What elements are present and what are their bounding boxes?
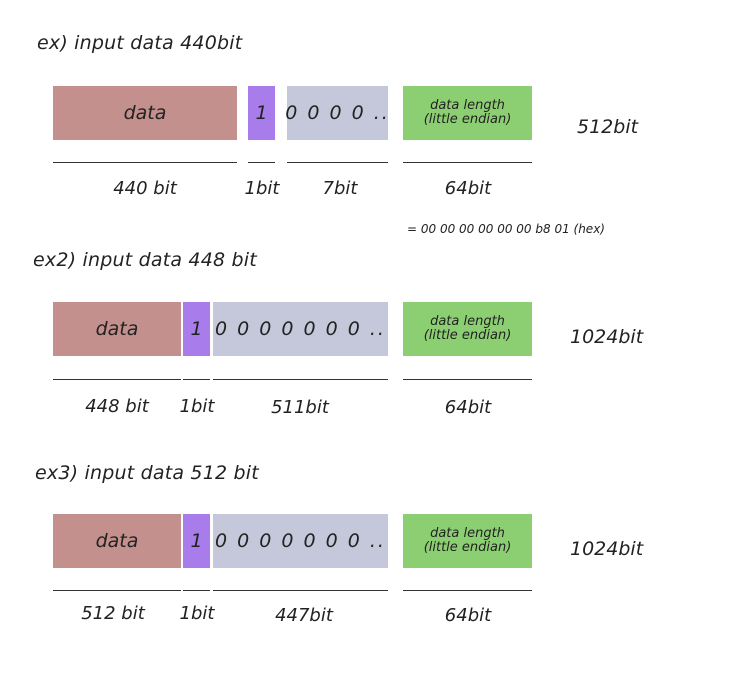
zero-padding-block: 0 0 0 0 .. [285,86,390,140]
data-length-label: data length (little endian) [423,314,512,343]
padding-one-bit-label: 1 [255,102,268,124]
zero-padding-label: 0 0 0 0 0 0 0 .. [215,530,386,552]
dimension-line-data [53,379,181,380]
dimension-line-one [183,590,210,591]
dimension-line-length [403,162,532,163]
data-length-block: data length (little endian) [403,302,532,356]
padding-one-bit-block: 1 [183,514,210,568]
dimension-label-data: 440 bit [113,178,177,199]
dimension-line-length [403,379,532,380]
data-block-label: data [123,102,167,124]
dimension-label-length: 64bit [444,178,492,199]
padding-one-bit-block: 1 [248,86,275,140]
dimension-line-data [53,590,181,591]
dimension-line-one [183,379,210,380]
dimension-label-one: 1bit [179,603,215,624]
data-block: data [53,302,181,356]
dimension-label-length: 64bit [444,605,492,626]
zero-padding-block: 0 0 0 0 0 0 0 .. [213,514,388,568]
total-bits-label: 1024bit [570,326,644,348]
zero-padding-block: 0 0 0 0 0 0 0 .. [213,302,388,356]
zero-padding-label: 0 0 0 0 0 0 0 .. [215,318,386,340]
data-block-label: data [95,530,139,552]
dimension-label-length: 64bit [444,397,492,418]
data-length-label: data length (little endian) [423,98,512,127]
example-3-heading: ex3) input data 512 bit [35,462,259,484]
example-2-heading: ex2) input data 448 bit [33,249,257,271]
data-length-block: data length (little endian) [403,86,532,140]
dimension-line-data [53,162,237,163]
dimension-line-zeros [213,379,388,380]
data-block: data [53,514,181,568]
total-bits-label: 512bit [577,116,639,138]
example-1-heading: ex) input data 440bit [37,32,243,54]
data-length-label: data length (little endian) [423,526,512,555]
dimension-line-zeros [213,590,388,591]
padding-one-bit-block: 1 [183,302,210,356]
dimension-label-data: 512 bit [81,603,145,624]
dimension-line-length [403,590,532,591]
data-block: data [53,86,237,140]
dimension-label-one: 1bit [179,396,215,417]
dimension-label-zeros: 447bit [275,605,333,626]
dimension-line-zeros [287,162,388,163]
dimension-label-zeros: 511bit [271,397,329,418]
dimension-label-data: 448 bit [85,396,149,417]
dimension-line-one [248,162,275,163]
padding-one-bit-label: 1 [190,318,203,340]
total-bits-label: 1024bit [570,538,644,560]
zero-padding-label: 0 0 0 0 .. [285,102,390,124]
data-length-block: data length (little endian) [403,514,532,568]
length-hex-note: = 00 00 00 00 00 00 b8 01 (hex) [407,222,605,236]
data-block-label: data [95,318,139,340]
dimension-label-zeros: 7bit [322,178,358,199]
dimension-label-one: 1bit [244,178,280,199]
padding-one-bit-label: 1 [190,530,203,552]
